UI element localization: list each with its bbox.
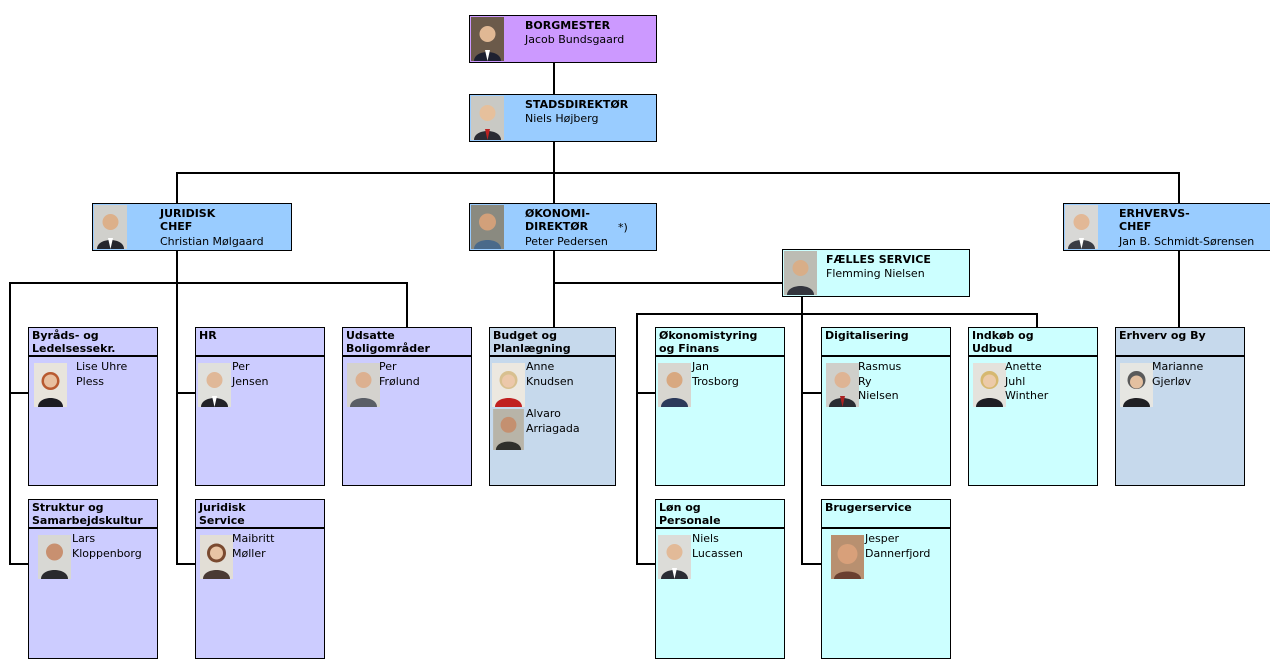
dept-hr: HR Per Jensen	[195, 327, 325, 486]
dept-title: Byråds- og Ledelsessekr.	[32, 329, 116, 355]
person-photo-icon	[347, 363, 380, 407]
person-name: Jan Trosborg	[692, 360, 739, 388]
connector-line	[176, 563, 196, 565]
connector-line	[636, 313, 638, 565]
erhvervs-name: Jan B. Schmidt-Sørensen	[1119, 235, 1255, 248]
erhvervs-box: ERHVERVS- CHEF Jan B. Schmidt-Sørensen	[1063, 203, 1270, 251]
connector-line	[9, 282, 11, 565]
dept-digitalisering: Digitalisering Rasmus Ry Nielsen	[821, 327, 951, 486]
dept-brugerservice: Brugerservice Jesper Dannerfjord	[821, 499, 951, 659]
person-name: Alvaro Arriagada	[526, 407, 580, 435]
connector-line	[553, 282, 783, 284]
person-photo-icon	[38, 535, 71, 579]
dept-title: Brugerservice	[825, 501, 912, 514]
person-name: Niels Lucassen	[692, 532, 743, 560]
dept-udsatte: Udsatte Boligområder Per Frølund	[342, 327, 472, 486]
person-photo-icon	[493, 409, 524, 450]
stadsdirektor-title: STADSDIREKTØR	[525, 98, 629, 111]
person-name: Anette Juhl Winther	[1005, 360, 1049, 402]
person-name: Lise Uhre Pless	[76, 360, 128, 388]
connector-line	[176, 172, 178, 203]
connector-line	[176, 250, 178, 565]
person-photo-icon	[471, 17, 504, 61]
okonomi-title: ØKONOMI- DIREKTØR	[525, 207, 590, 233]
faelles-title: FÆLLES SERVICE	[826, 253, 931, 266]
person-photo-icon	[831, 535, 864, 579]
connector-line	[176, 172, 1180, 174]
dept-indkob: Indkøb og Udbud Anette Juhl Winther	[968, 327, 1098, 486]
connector-line	[801, 392, 821, 394]
person-name: Marianne Gjerløv	[1152, 360, 1204, 388]
dept-title: Udsatte Boligområder	[346, 329, 430, 355]
stadsdirektor-name: Niels Højberg	[525, 112, 599, 125]
okonomi-box: ØKONOMI- DIREKTØR *) Peter Pedersen	[469, 203, 657, 251]
connector-line	[9, 563, 29, 565]
person-photo-icon	[471, 96, 504, 140]
connector-line	[1036, 313, 1038, 328]
dept-title: Løn og Personale	[659, 501, 721, 527]
connector-line	[636, 392, 656, 394]
connector-line	[1178, 250, 1180, 328]
person-photo-icon	[1065, 205, 1098, 249]
dept-byraads: Byråds- og Ledelsessekr. Lise Uhre Pless	[28, 327, 158, 486]
person-photo-icon	[94, 205, 127, 249]
dept-okonomistyring: Økonomistyring og Finans Jan Trosborg	[655, 327, 785, 486]
person-photo-icon	[784, 251, 817, 295]
person-photo-icon	[198, 363, 231, 407]
dept-erhverv-by: Erhverv og By Marianne Gjerløv	[1115, 327, 1245, 486]
person-name: Anne Knudsen	[526, 360, 574, 388]
person-photo-icon	[1120, 363, 1153, 407]
borgmester-name: Jacob Bundsgaard	[525, 33, 625, 46]
faelles-service-box: FÆLLES SERVICE Flemming Nielsen	[782, 249, 970, 297]
person-photo-icon	[34, 363, 67, 407]
dept-lon: Løn og Personale Niels Lucassen	[655, 499, 785, 659]
connector-line	[801, 563, 821, 565]
connector-line	[406, 282, 408, 328]
connector-line	[636, 563, 656, 565]
connector-line	[553, 63, 555, 95]
dept-title: Budget og Planlægning	[493, 329, 571, 355]
connector-line	[176, 392, 196, 394]
dept-title: Økonomistyring og Finans	[659, 329, 758, 355]
connector-line	[636, 313, 1038, 315]
person-name: Per Frølund	[379, 360, 420, 388]
connector-line	[1178, 172, 1180, 203]
person-name: Maibritt Møller	[232, 532, 275, 560]
person-photo-icon	[200, 535, 233, 579]
faelles-name: Flemming Nielsen	[826, 267, 925, 280]
juridisk-chef-box: JURIDISK CHEF Christian Mølgaard	[92, 203, 292, 251]
person-name: Jesper Dannerfjord	[865, 532, 931, 560]
dept-title: Struktur og Samarbejdskultur	[32, 501, 143, 527]
connector-line	[9, 392, 29, 394]
connector-line	[801, 297, 803, 565]
person-name: Per Jensen	[232, 360, 269, 388]
okonomi-name: Peter Pedersen	[525, 235, 608, 248]
connector-line	[553, 250, 555, 328]
dept-budget: Budget og Planlægning Anne Knudsen Alvar…	[489, 327, 616, 486]
person-photo-icon	[826, 363, 859, 407]
person-name: Lars Kloppenborg	[72, 532, 142, 560]
dept-juridisk-service: Juridisk Service Maibritt Møller	[195, 499, 325, 659]
dept-title: Digitalisering	[825, 329, 909, 342]
dept-struktur: Struktur og Samarbejdskultur Lars Kloppe…	[28, 499, 158, 659]
dept-title: Indkøb og Udbud	[972, 329, 1034, 355]
erhvervs-title: ERHVERVS- CHEF	[1119, 207, 1190, 233]
dept-title: Juridisk Service	[199, 501, 246, 527]
person-photo-icon	[492, 363, 525, 407]
okonomi-note: *)	[618, 221, 628, 234]
person-photo-icon	[973, 363, 1006, 407]
borgmester-title: BORGMESTER	[525, 19, 611, 32]
juridisk-chef-title: JURIDISK CHEF	[160, 207, 216, 233]
person-name: Rasmus Ry Nielsen	[858, 360, 902, 402]
borgmester-box: BORGMESTER Jacob Bundsgaard	[469, 15, 657, 63]
juridisk-chef-name: Christian Mølgaard	[160, 235, 264, 248]
stadsdirektor-box: STADSDIREKTØR Niels Højberg	[469, 94, 657, 142]
dept-title: HR	[199, 329, 217, 342]
person-photo-icon	[658, 535, 691, 579]
person-photo-icon	[658, 363, 691, 407]
person-photo-icon	[471, 205, 504, 249]
dept-title: Erhverv og By	[1119, 329, 1206, 342]
connector-line	[9, 282, 408, 284]
